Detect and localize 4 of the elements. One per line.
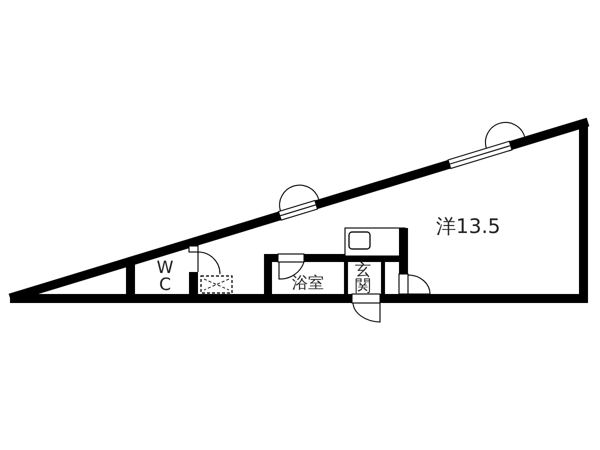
room-label: WC <box>156 260 174 294</box>
room-label: 玄関 <box>354 262 372 294</box>
room-label: 洋13.5 <box>436 216 502 236</box>
room-label: 浴室 <box>291 275 325 291</box>
